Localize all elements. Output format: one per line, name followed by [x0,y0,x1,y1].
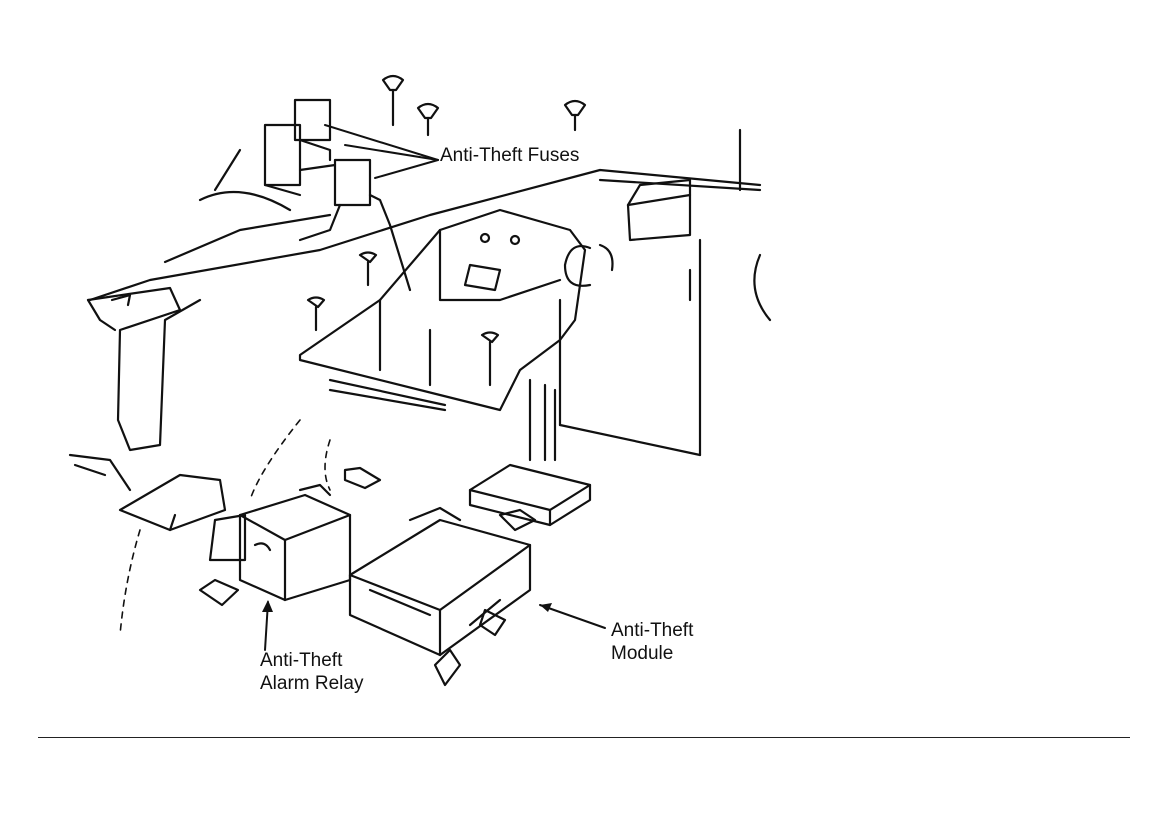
leader-arrowheads [262,600,552,612]
leader-lines [264,124,606,651]
wire-loop [563,243,614,287]
upper-right-box [626,178,692,242]
anti-theft-module [348,506,532,687]
dashboard-outline [88,128,772,457]
alarm-relay-label-line1: Anti-Theft [260,650,343,671]
screws [306,74,587,387]
bottom-divider [38,737,1130,738]
fuse-holders [263,98,412,292]
anti-theft-alarm-relay [208,483,352,602]
anti-theft-fuses-label: Anti-Theft Fuses [440,145,580,166]
clips [198,466,537,607]
anti-theft-module-label-line1: Anti-Theft [611,620,694,641]
module-connector [468,378,592,527]
mounting-plate [298,208,587,412]
anti-theft-module-label-line2: Module [611,643,674,664]
harness-connector [68,453,227,532]
harness-paths [119,419,331,636]
support-bracket [86,286,202,452]
alarm-relay-label-line2: Alarm Relay [260,673,364,694]
